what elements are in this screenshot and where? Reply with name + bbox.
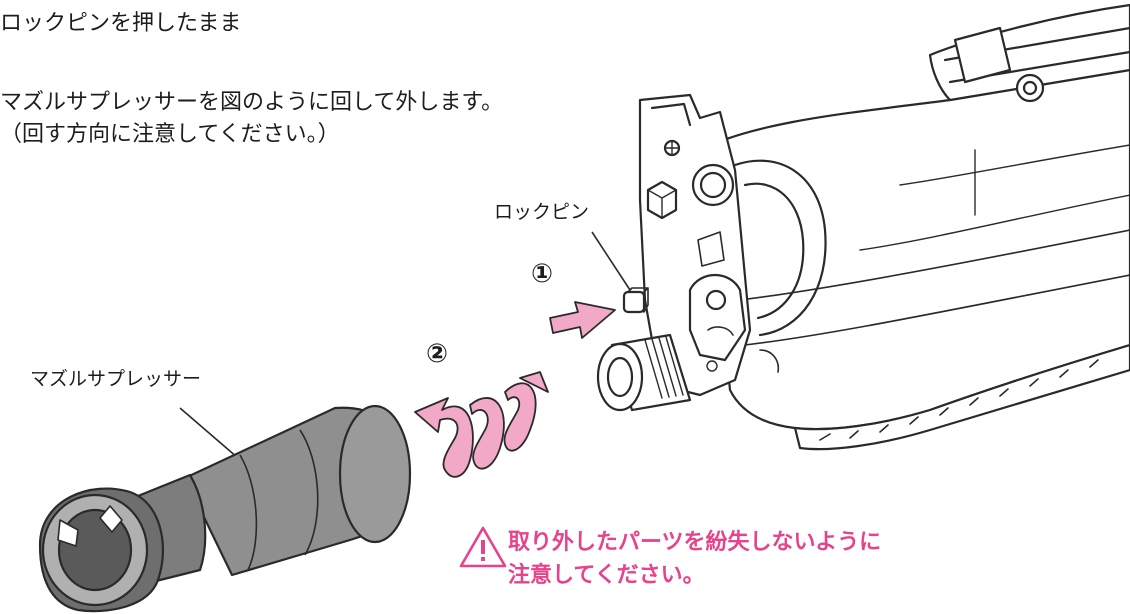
lock-pin [622,290,646,314]
warning-triangle-icon [459,526,507,568]
warning-text-line-1: 取り外したパーツを紛失しないように [508,530,882,555]
suppressor-leader-line [179,407,239,459]
instruction-line-2: マズルサプレッサーを図のように回して外します。 [0,90,504,115]
instruction-line-1: ロックピンを押したまま [0,11,242,36]
muzzle-suppressor-label: マズルサプレッサー [30,368,202,390]
instruction-line-3: （回す方向に注意してください。） [0,122,340,147]
muzzle-suppressor [38,404,412,613]
step-number-2: ② [425,339,448,369]
warning-text-line-2: 注意してください。 [508,563,705,588]
lock-pin-label: ロックピン [494,201,590,223]
step-number-1: ① [530,259,553,289]
lock-pin-leader-line [591,231,631,291]
rifle-front-end [596,3,1130,451]
rotate-arrow-icon [414,371,549,478]
push-arrow-icon [549,301,616,339]
